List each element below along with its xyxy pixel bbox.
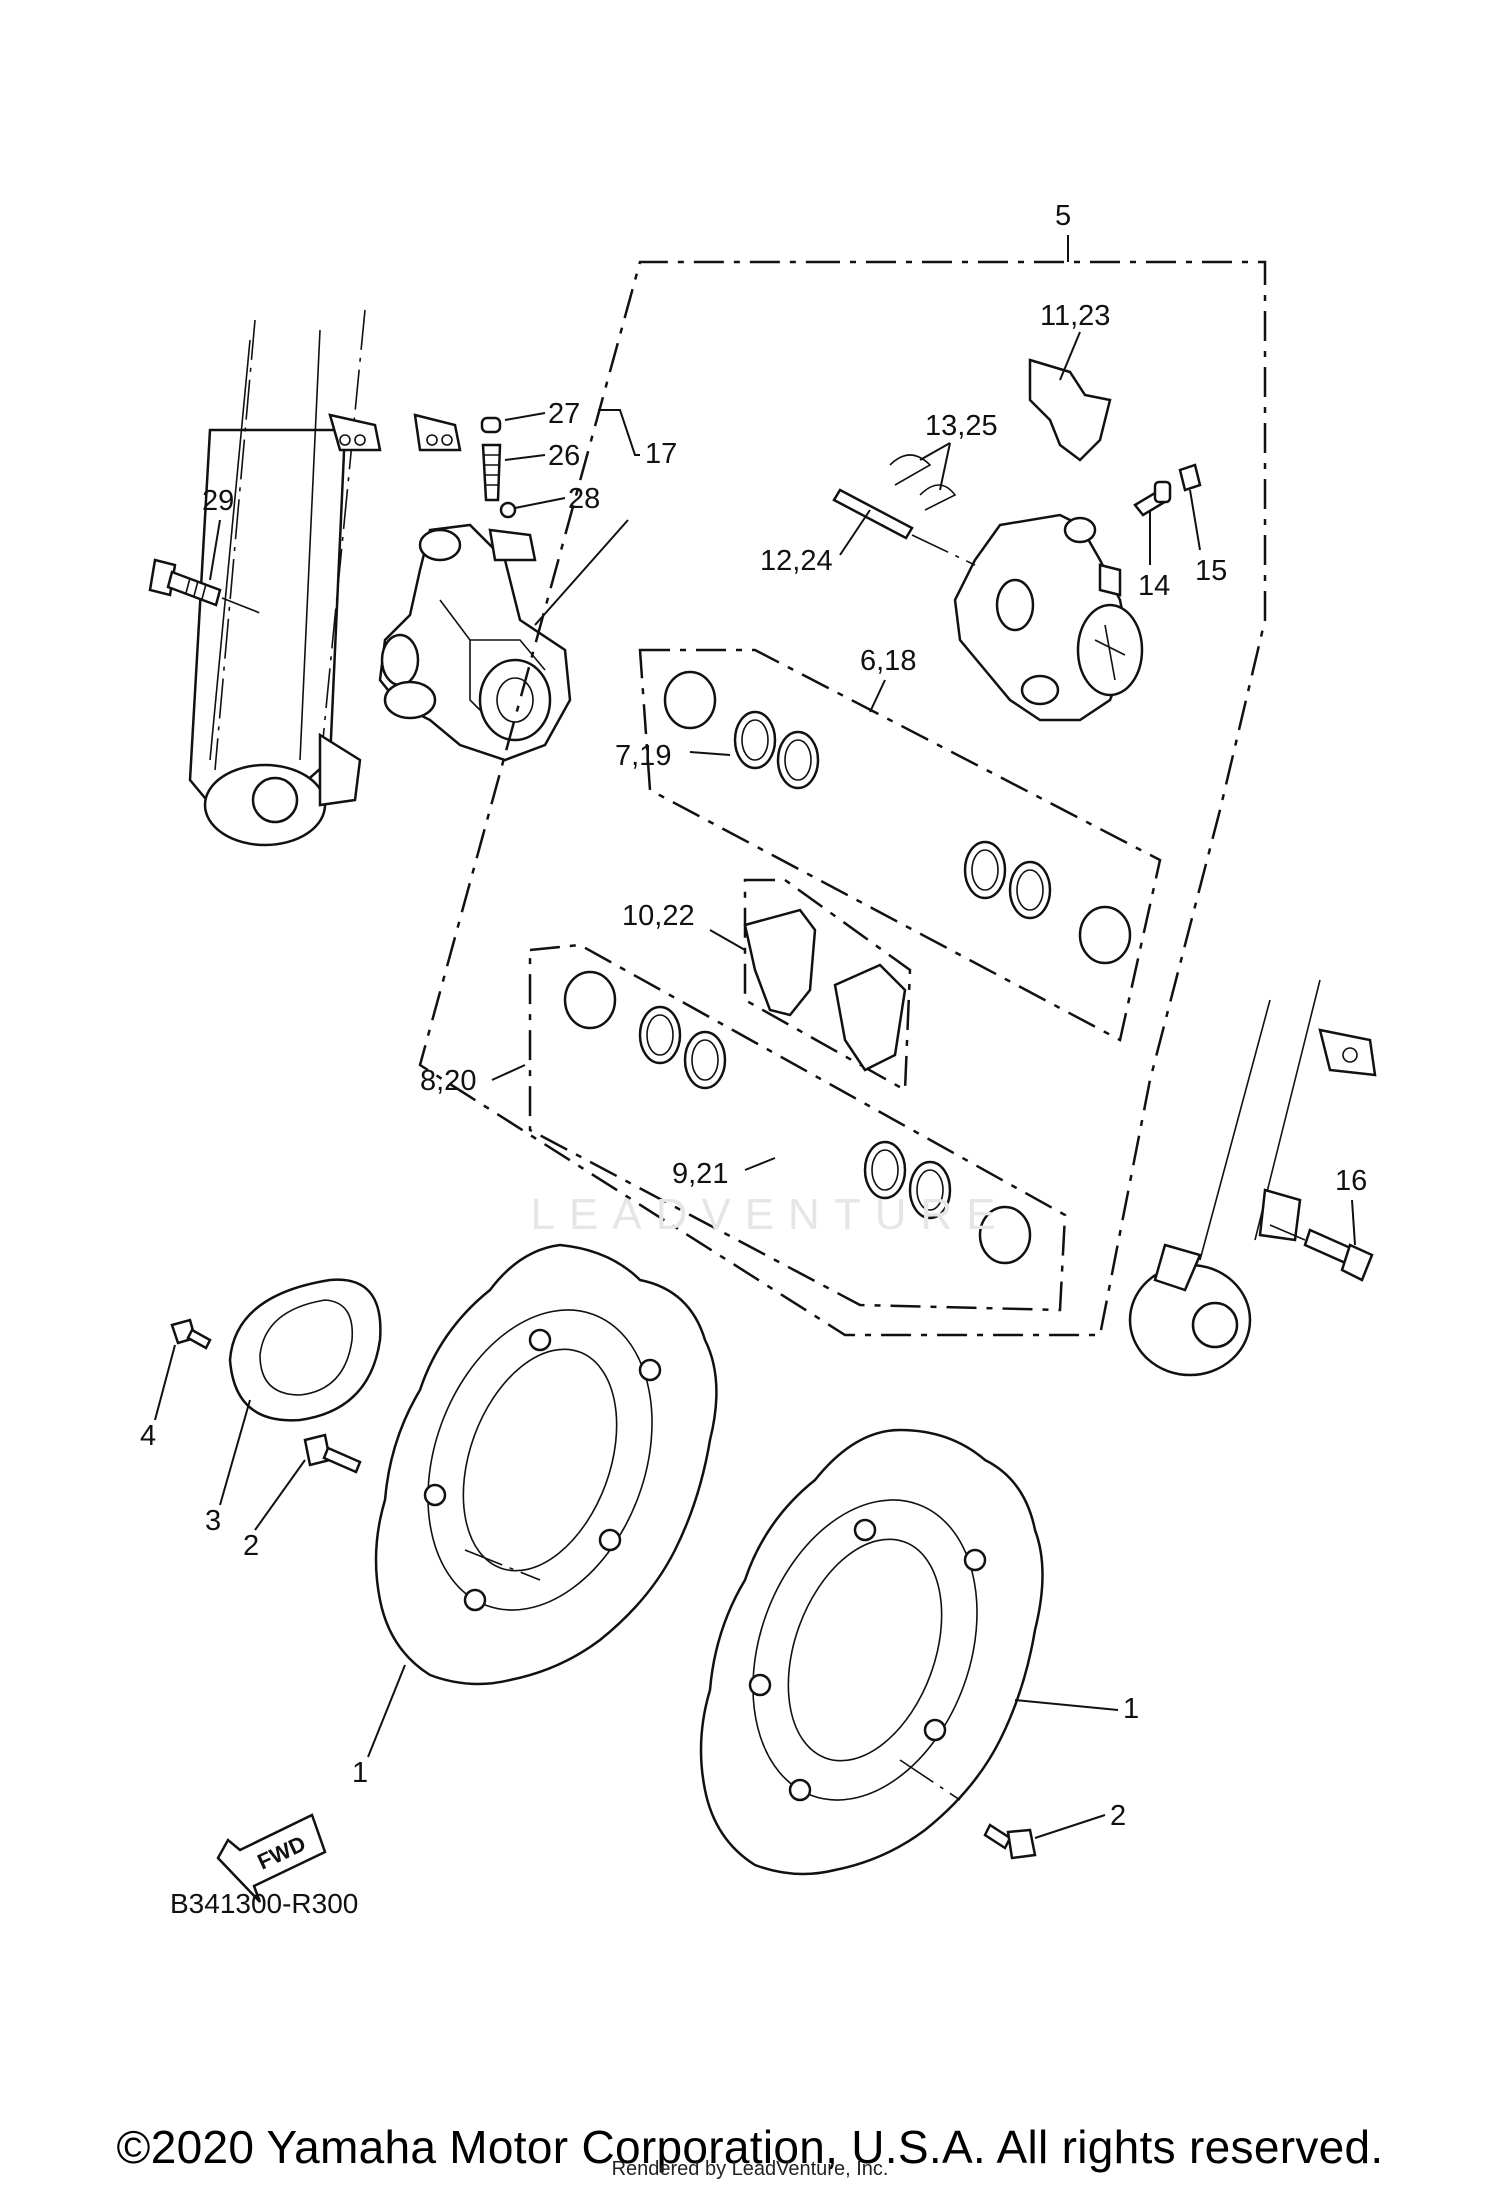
callout-2-upper: 2 xyxy=(243,1530,259,1562)
mounting-bolt-16 xyxy=(1269,1224,1374,1282)
callouts: 5 11,23 13,25 12,24 14 15 6,18 7,19 10,2… xyxy=(140,200,1367,1839)
rendered-by-notice: Rendered by LeadVenture, Inc. xyxy=(611,2158,889,2180)
brake-disc-right xyxy=(699,1428,1044,1876)
callout-8-20: 8,20 xyxy=(420,1065,476,1097)
pad-spring xyxy=(1028,358,1112,462)
caliper-assembly-boundary xyxy=(418,235,1267,1337)
callout-9-21: 9,21 xyxy=(672,1158,728,1190)
callout-14: 14 xyxy=(1138,570,1170,602)
sensor-rotor-screw xyxy=(170,1318,212,1350)
pad-pin xyxy=(832,488,976,566)
callout-3: 3 xyxy=(205,1505,221,1537)
left-fork-leg xyxy=(188,309,462,847)
callout-5: 5 xyxy=(1055,200,1071,232)
upper-pistons-seals xyxy=(663,670,1132,965)
callout-6-18: 6,18 xyxy=(860,645,916,677)
bleed-screw xyxy=(1133,480,1172,517)
callout-17: 17 xyxy=(645,438,677,470)
diagram-code: B341300-R300 xyxy=(170,1888,358,1919)
disc-bolt-lower xyxy=(983,1823,1037,1860)
piston-kit-boundary xyxy=(638,648,1162,1042)
callout-27: 27 xyxy=(548,398,580,430)
callout-10-22: 10,22 xyxy=(622,900,695,932)
callout-1-left: 1 xyxy=(352,1757,368,1789)
right-fork-leg xyxy=(1128,979,1377,1377)
callout-11-23: 11,23 xyxy=(1040,300,1110,332)
brake-pads xyxy=(743,908,907,1072)
callout-26: 26 xyxy=(548,440,580,472)
callout-1-right: 1 xyxy=(1123,1693,1139,1725)
abs-sensor-rotor xyxy=(228,1278,382,1422)
piston-kit-boundary-lower xyxy=(528,943,1067,1312)
watermark: LEADVENTURE xyxy=(530,1190,1010,1239)
callout-29: 29 xyxy=(202,485,234,517)
callout-2-lower: 2 xyxy=(1110,1800,1126,1832)
copyright-notice: ©2020 Yamaha Motor Corporation, U.S.A. A… xyxy=(116,2121,1384,2173)
callout-4: 4 xyxy=(140,1420,156,1452)
bleed-cap xyxy=(1178,463,1202,492)
right-brake-caliper xyxy=(953,513,1144,722)
brake-disc-left xyxy=(374,1243,718,1686)
callout-16: 16 xyxy=(1335,1165,1367,1197)
mounting-bolt-29 xyxy=(148,558,266,616)
left-brake-caliper xyxy=(378,523,572,762)
callout-7-19: 7,19 xyxy=(615,740,671,772)
callout-12-24: 12,24 xyxy=(760,545,833,577)
lower-pistons-seals xyxy=(563,970,1032,1265)
callout-28: 28 xyxy=(568,483,600,515)
disc-bolt-upper xyxy=(303,1433,362,1474)
bleed-screw-assembly xyxy=(480,416,517,519)
callout-15: 15 xyxy=(1195,555,1227,587)
pad-boundary xyxy=(743,878,912,1093)
callout-13-25: 13,25 xyxy=(925,410,998,442)
